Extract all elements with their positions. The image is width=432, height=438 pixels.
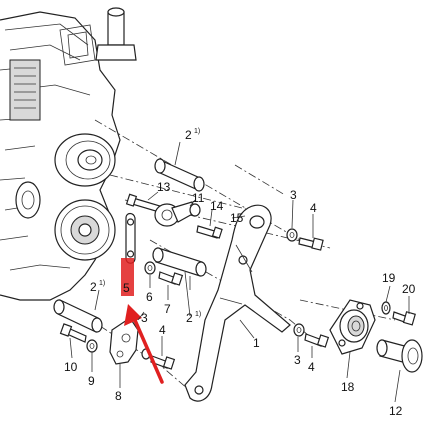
bolt-10 xyxy=(59,323,87,343)
main-bracket xyxy=(184,204,291,402)
callout-2-top: 2 xyxy=(185,128,192,142)
bearing-flange-18 xyxy=(329,299,376,355)
callout-2-top-note: 1) xyxy=(194,128,200,135)
callout-3-right: 3 xyxy=(294,353,301,367)
callout-6: 6 xyxy=(146,290,153,304)
callout-20: 20 xyxy=(402,282,416,296)
callout-2-lower-note: 1) xyxy=(99,280,105,287)
bolt-4-lower-right xyxy=(304,333,330,348)
bolt-4-upper xyxy=(298,237,324,251)
callout-2-lower: 2 xyxy=(90,280,97,294)
oil-filler-pipe xyxy=(107,11,125,46)
callout-15: 15 xyxy=(230,211,244,225)
spacer-tube-lower xyxy=(53,299,103,333)
shaft-12 xyxy=(376,339,423,373)
water-pump-pulley xyxy=(54,199,116,261)
callout-10: 10 xyxy=(64,360,78,374)
highlight-part-5 xyxy=(121,258,134,296)
tensioner-11 xyxy=(154,201,201,227)
washer-3-upper xyxy=(286,228,298,242)
callout-3-left: 3 xyxy=(141,311,148,325)
bolt-13 xyxy=(125,193,161,213)
callout-18: 18 xyxy=(341,380,355,394)
bracket-8 xyxy=(109,317,139,365)
callout-11: 11 xyxy=(192,191,205,205)
link-plate-5 xyxy=(125,212,136,264)
engine-block xyxy=(0,7,137,301)
washer-6 xyxy=(144,261,156,275)
callout-4-upper: 4 xyxy=(310,201,317,215)
callout-12: 12 xyxy=(389,404,403,418)
washer-19 xyxy=(381,301,391,315)
callout-4-right: 4 xyxy=(308,360,315,374)
callout-labels: 2 1) 13 11 14 15 3 4 2 1) 6 7 2 1) 3 4 5… xyxy=(64,128,416,418)
leader-lines xyxy=(69,141,410,403)
callout-14: 14 xyxy=(210,199,224,213)
upper-pulley xyxy=(54,133,116,187)
callout-1: 1 xyxy=(253,336,260,350)
callout-9: 9 xyxy=(88,374,95,388)
callout-4-left: 4 xyxy=(159,323,166,337)
callout-3-upper: 3 xyxy=(290,188,297,202)
spacer-tube-upper xyxy=(154,158,205,192)
spacer-tube-middle xyxy=(152,247,207,277)
red-arrow xyxy=(124,304,164,384)
callout-2-middle: 2 xyxy=(186,311,193,325)
engine-grille xyxy=(9,59,41,121)
washer-9 xyxy=(86,339,98,353)
callout-19: 19 xyxy=(382,271,396,285)
bolt-20 xyxy=(392,311,416,326)
callout-2-middle-note: 1) xyxy=(195,311,201,318)
callout-8: 8 xyxy=(115,389,122,403)
callout-5-highlighted: 5 xyxy=(123,281,130,295)
washer-3-lower-right xyxy=(293,323,305,337)
callout-13: 13 xyxy=(157,180,171,194)
callout-7: 7 xyxy=(164,302,171,316)
bolt-7 xyxy=(158,271,184,286)
bolt-14 xyxy=(196,225,223,239)
